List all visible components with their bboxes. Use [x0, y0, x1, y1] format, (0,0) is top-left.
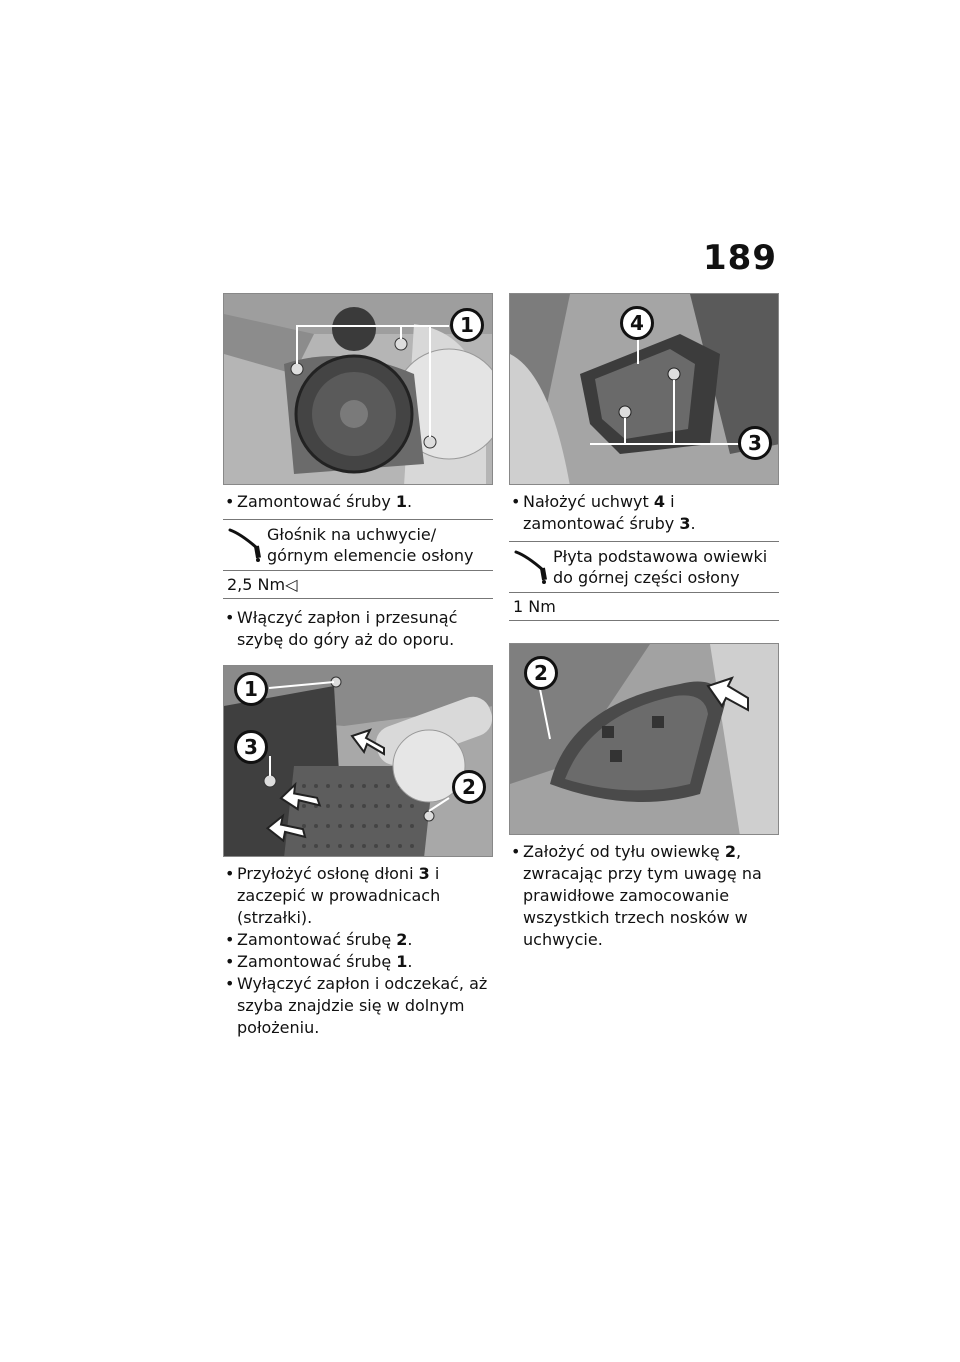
torque-description: Płyta podstawowa owiewki do górnej częśc… — [553, 547, 768, 587]
callout-3: 3 — [234, 730, 268, 764]
photo-fairing-install: 2 — [509, 643, 779, 835]
step-mount-screw-1: Zamontować śrubę 1. — [223, 951, 493, 973]
step-attach-fairing: Założyć od tyłu owiewkę 2, zwracając prz… — [509, 841, 779, 951]
photo-speaker-illustration — [224, 294, 492, 484]
torque-wrench-icon — [228, 528, 261, 562]
step-attach-bracket: Nałożyć uchwyt 4 i zamontować śruby 3. — [509, 491, 779, 535]
step-mount-screw-2: Zamontować śrubę 2. — [223, 929, 493, 951]
callout-2: 2 — [452, 770, 486, 804]
callout-2: 2 — [524, 656, 558, 690]
callout-3: 3 — [738, 426, 772, 460]
callout-1: 1 — [234, 672, 268, 706]
torque-value: 2,5 Nm◁ — [227, 575, 298, 594]
callout-1: 1 — [450, 308, 484, 342]
photo-hand-guard: 1 3 2 — [223, 665, 493, 857]
page-number: 189 — [703, 238, 777, 278]
left-column: 1 Zamontować śruby 1. Głośnik na uchwyci… — [223, 293, 493, 1039]
torque-value: 1 Nm — [513, 597, 556, 616]
step-attach-hand-guard: Przyłożyć osłonę dłoni 3 i zaczepić w pr… — [223, 863, 493, 929]
step-ignition-on: Włączyć zapłon i przesunąć szybę do góry… — [223, 607, 493, 651]
photo-bracket-mount: 4 3 — [509, 293, 779, 485]
right-column: 4 3 Nałożyć uchwyt 4 i zamontować śruby … — [509, 293, 779, 951]
photo-speaker-mount: 1 — [223, 293, 493, 485]
torque-spec-speaker: Głośnik na uchwycie/ górnym elemencie os… — [223, 519, 493, 599]
torque-description: Głośnik na uchwycie/ górnym elemencie os… — [267, 525, 474, 565]
step-ignition-off: Wyłączyć zapłon i odczekać, aż szyba zna… — [223, 973, 493, 1039]
torque-spec-fairing-plate: Płyta podstawowa owiewki do górnej częśc… — [509, 541, 779, 621]
step-mount-screws: Zamontować śruby 1. — [223, 491, 493, 513]
photo-bracket-illustration — [510, 294, 778, 484]
callout-4: 4 — [620, 306, 654, 340]
photo-hand-guard-illustration — [224, 666, 492, 856]
torque-wrench-icon — [514, 550, 547, 584]
